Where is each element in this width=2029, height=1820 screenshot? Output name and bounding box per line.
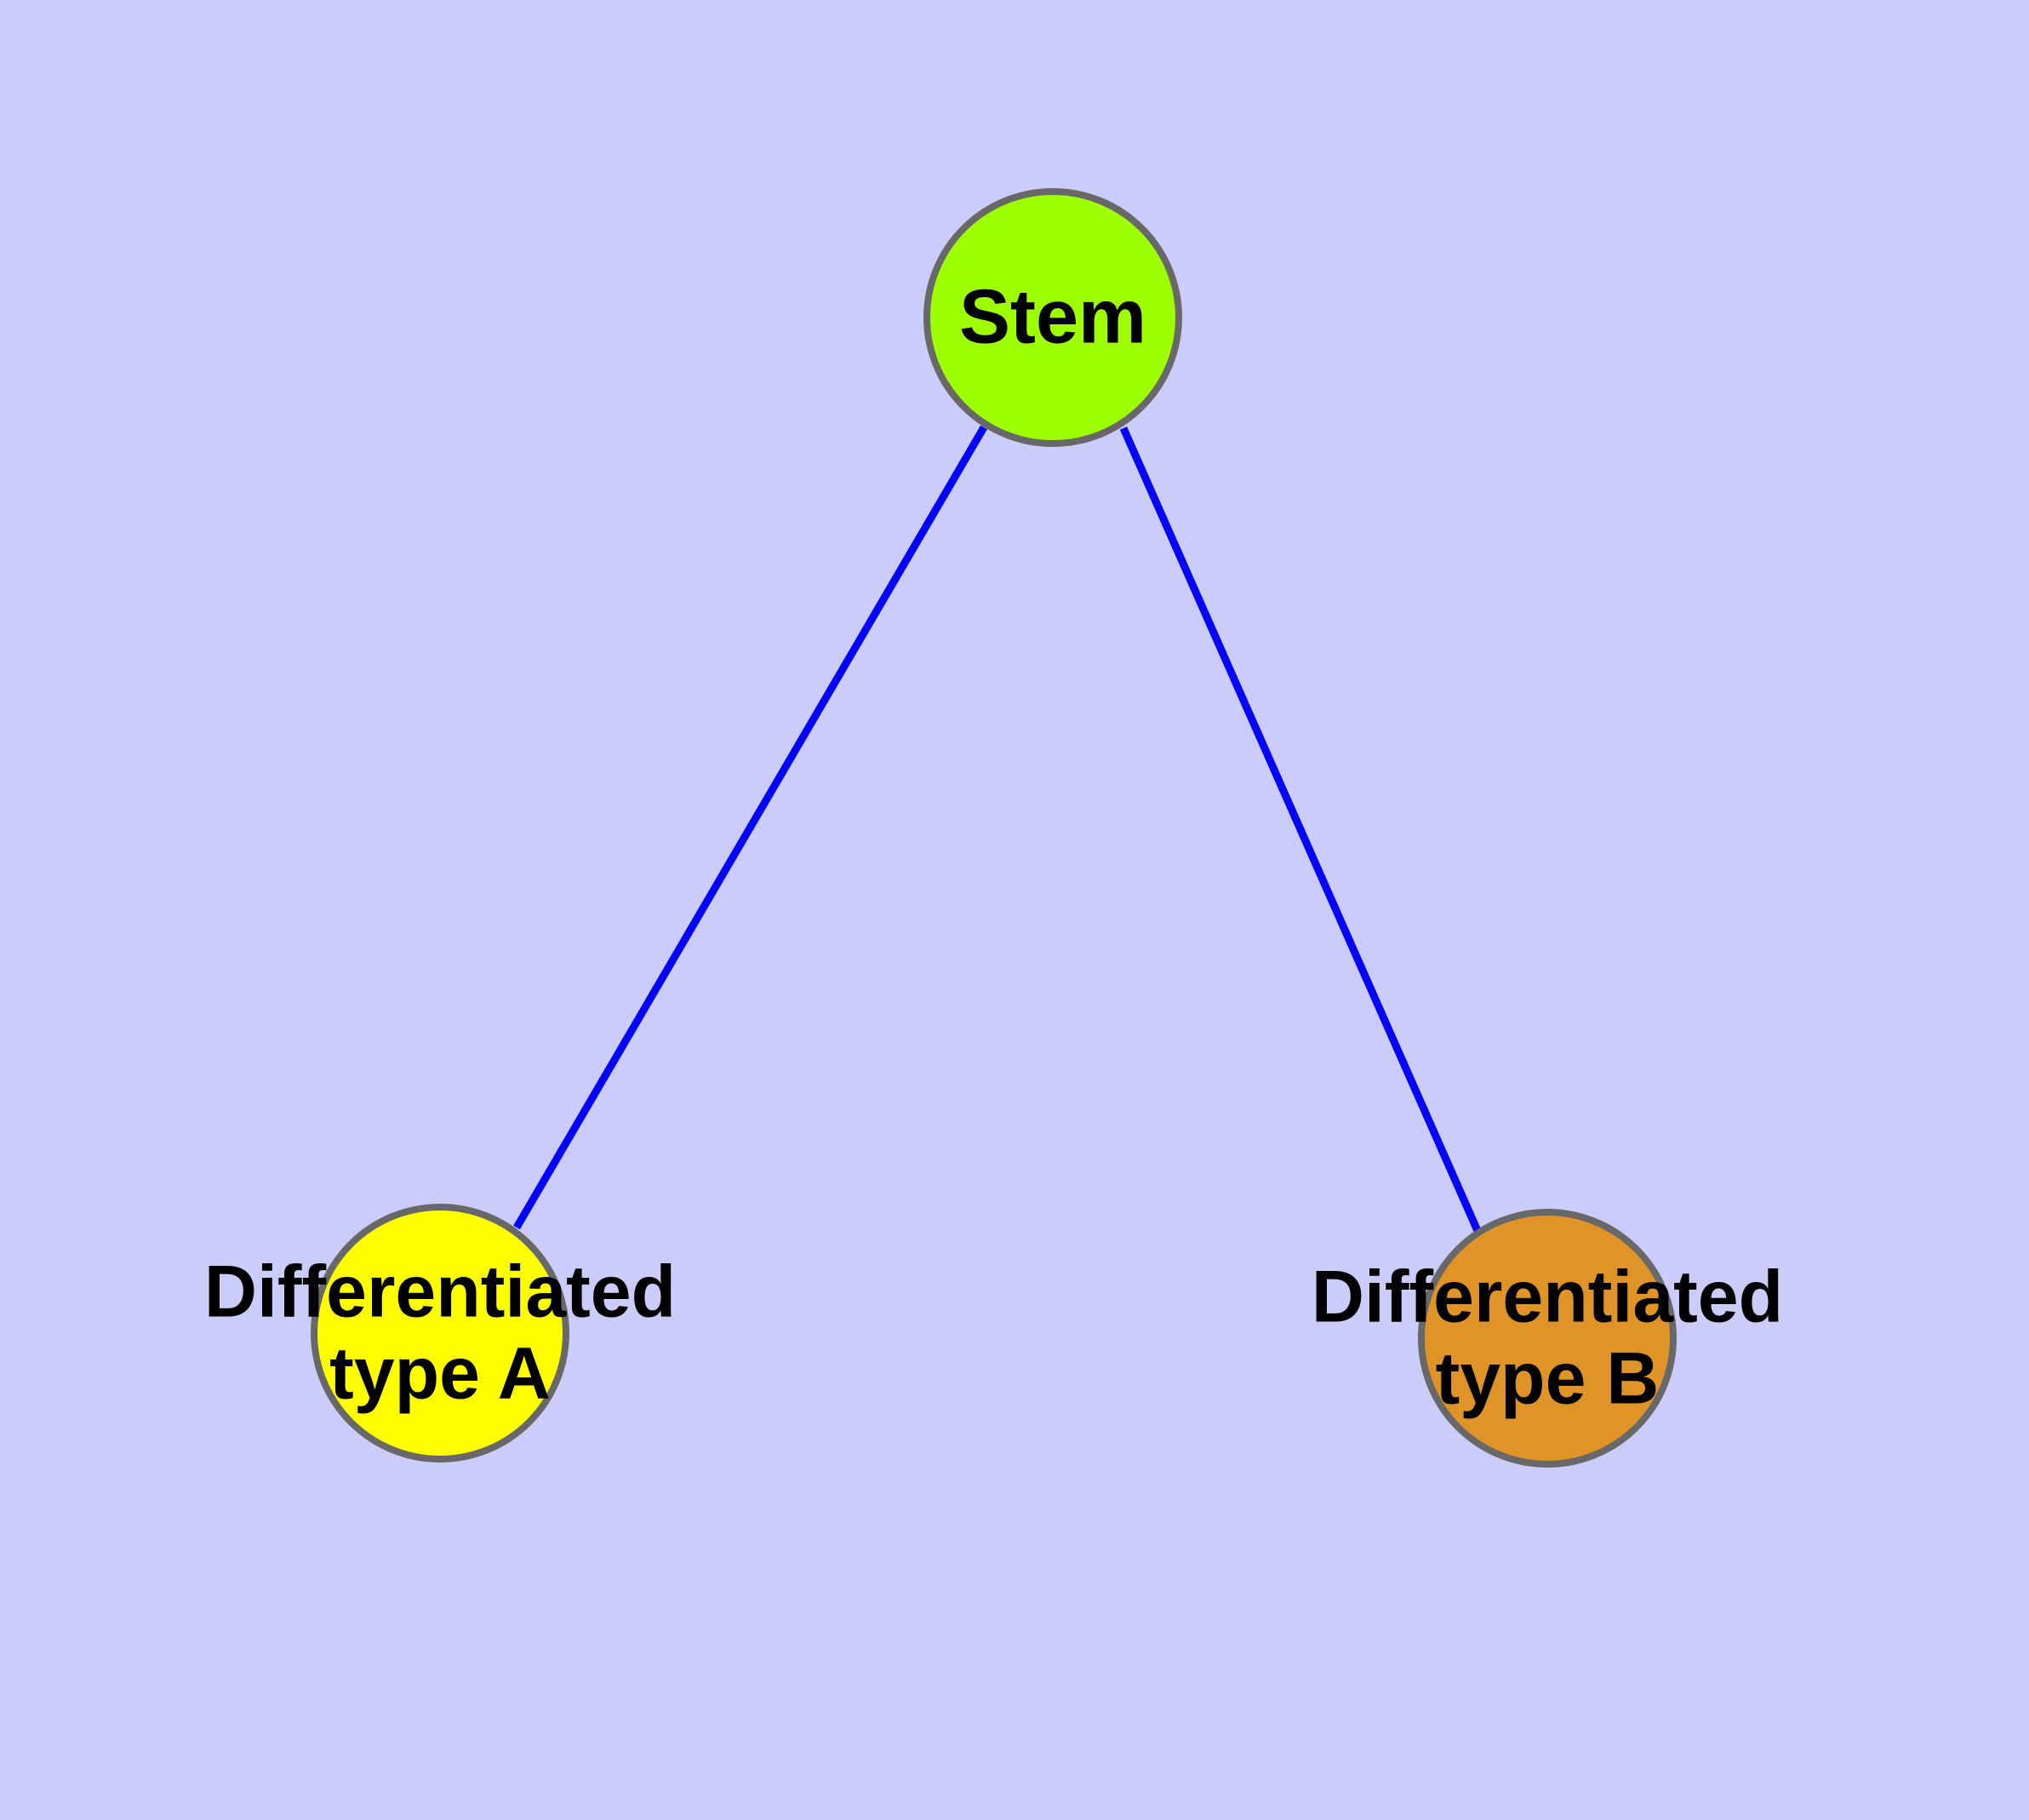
edge-stem-to-differentiated-type-b xyxy=(1119,426,1483,1234)
node-stem[interactable]: Stem xyxy=(923,188,1182,447)
node-differentiated-type-a[interactable]: Differentiated type A xyxy=(204,1204,676,1462)
node-differentiated-type-b[interactable]: Differentiated type B xyxy=(1312,1209,1783,1468)
edge-stem-to-differentiated-type-a xyxy=(513,425,987,1230)
node-stem-label: Stem xyxy=(958,274,1147,360)
